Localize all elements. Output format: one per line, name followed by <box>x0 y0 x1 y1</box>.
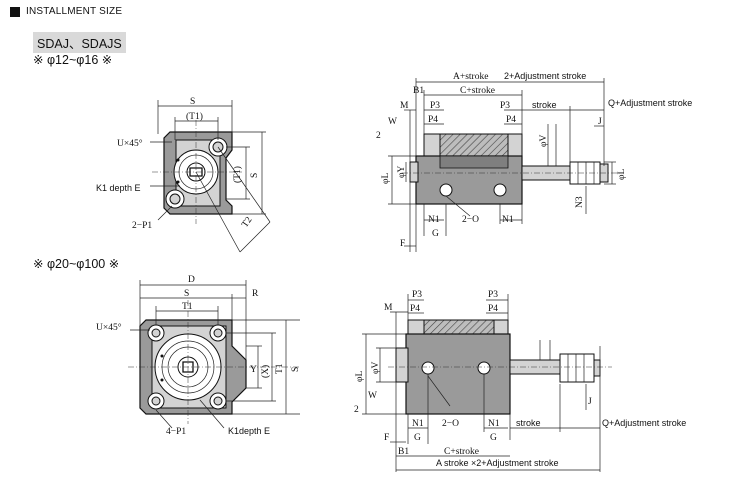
dim-U: U×45° <box>96 322 122 333</box>
dim-T1: (T1) <box>186 111 203 122</box>
dim-S: S <box>184 289 189 299</box>
dim-P3-left: P3 <box>412 290 422 300</box>
dim-A-adjustment: 2+Adjustment stroke <box>504 71 586 81</box>
dim-phiL-right: φL <box>617 169 627 180</box>
dim-T2: T2 <box>240 215 254 230</box>
dim-X: (X) <box>260 365 271 378</box>
bore-range-large: ※ φ20~φ100 ※ <box>33 257 120 271</box>
dim-J: J <box>598 117 602 127</box>
dim-phiV: φV <box>371 362 381 374</box>
dim-P4-right: P4 <box>488 304 498 314</box>
dim-G: G <box>432 229 439 239</box>
dim-F: F <box>384 433 389 443</box>
front-view-small: S (T1) (T1) S U×45° K1 depth E 2−P1 T2 <box>96 97 271 253</box>
dim-A-stroke: A stroke ×2+Adjustment stroke <box>436 458 559 468</box>
dim-N1-left: N1 <box>412 419 424 429</box>
dim-O: 2−O <box>462 215 479 225</box>
dim-P1: 4−P1 <box>166 427 186 437</box>
dim-P4-right: P4 <box>506 115 516 125</box>
dim-2: 2 <box>354 405 359 415</box>
side-view-small: A+stroke 2+Adjustment stroke B1 C+stroke… <box>376 71 692 252</box>
dim-W: W <box>388 117 397 127</box>
dim-B1: B1 <box>398 447 409 457</box>
model-label: SDAJ、SDAJS <box>33 32 126 53</box>
dim-P3-right: P3 <box>500 101 510 111</box>
dim-P3-left: P3 <box>430 101 440 111</box>
dim-Q-adjustment: Q+Adjustment stroke <box>602 418 686 428</box>
dim-T1-vertical: (T1) <box>232 166 243 183</box>
dim-K1: K1 depth E <box>96 183 141 193</box>
dim-P4-left: P4 <box>410 304 420 314</box>
dim-S-vertical: S <box>291 367 301 372</box>
header-square-icon <box>10 6 20 17</box>
dim-phiL: φL <box>355 371 365 382</box>
dim-C-stroke: C+stroke <box>444 447 479 457</box>
dim-C-stroke: C+stroke <box>460 86 495 96</box>
bore-range-small: ※ φ12~φ16 ※ <box>33 53 113 67</box>
dim-D: D <box>188 275 195 285</box>
dim-P4-left: P4 <box>428 115 438 125</box>
section-header: INSTALLMENT SIZE <box>10 6 122 17</box>
dim-stroke: stroke <box>532 100 557 110</box>
dim-S: S <box>190 97 195 107</box>
dim-R: R <box>252 289 259 299</box>
dim-phiY: φY <box>397 166 407 178</box>
dim-W: W <box>368 391 377 401</box>
dim-A-stroke: A+stroke <box>453 72 488 82</box>
dim-O: 2−O <box>442 419 459 429</box>
dim-F: F <box>400 239 405 249</box>
front-view-large: D S R T1 U×45° Y (X) T1 S 4−P1 K1depth E <box>96 275 301 437</box>
dim-K1: K1depth E <box>228 426 270 436</box>
dim-U: U×45° <box>117 138 143 149</box>
dim-stroke: stroke <box>516 418 541 428</box>
dim-T1-vertical: T1 <box>275 363 285 374</box>
dim-Q-adjustment: Q+Adjustment stroke <box>608 98 692 108</box>
dim-B1: B1 <box>413 86 424 96</box>
dim-Y: Y <box>250 365 257 375</box>
dim-N3: N3 <box>575 196 585 208</box>
dim-M: M <box>384 303 393 313</box>
dim-P3-right: P3 <box>488 290 498 300</box>
dim-phiL: φL <box>381 173 391 184</box>
dim-J: J <box>588 397 592 407</box>
dim-S-vertical: S <box>250 173 260 178</box>
dim-G-right: G <box>490 433 497 443</box>
side-view-large: M P3 P3 P4 P4 φL φV W 2 2−O J N1 N1 G G … <box>354 290 686 472</box>
dim-T1: T1 <box>182 302 193 312</box>
header-title: INSTALLMENT SIZE <box>26 6 123 17</box>
dim-N1-left: N1 <box>428 215 440 225</box>
dim-phiV: φV <box>539 135 549 147</box>
dim-N1-right: N1 <box>488 419 500 429</box>
dim-P1: 2−P1 <box>132 221 152 231</box>
dim-2: 2 <box>376 131 381 141</box>
dim-M: M <box>400 101 409 111</box>
dim-G-left: G <box>414 433 421 443</box>
dim-N1-right: N1 <box>502 215 514 225</box>
